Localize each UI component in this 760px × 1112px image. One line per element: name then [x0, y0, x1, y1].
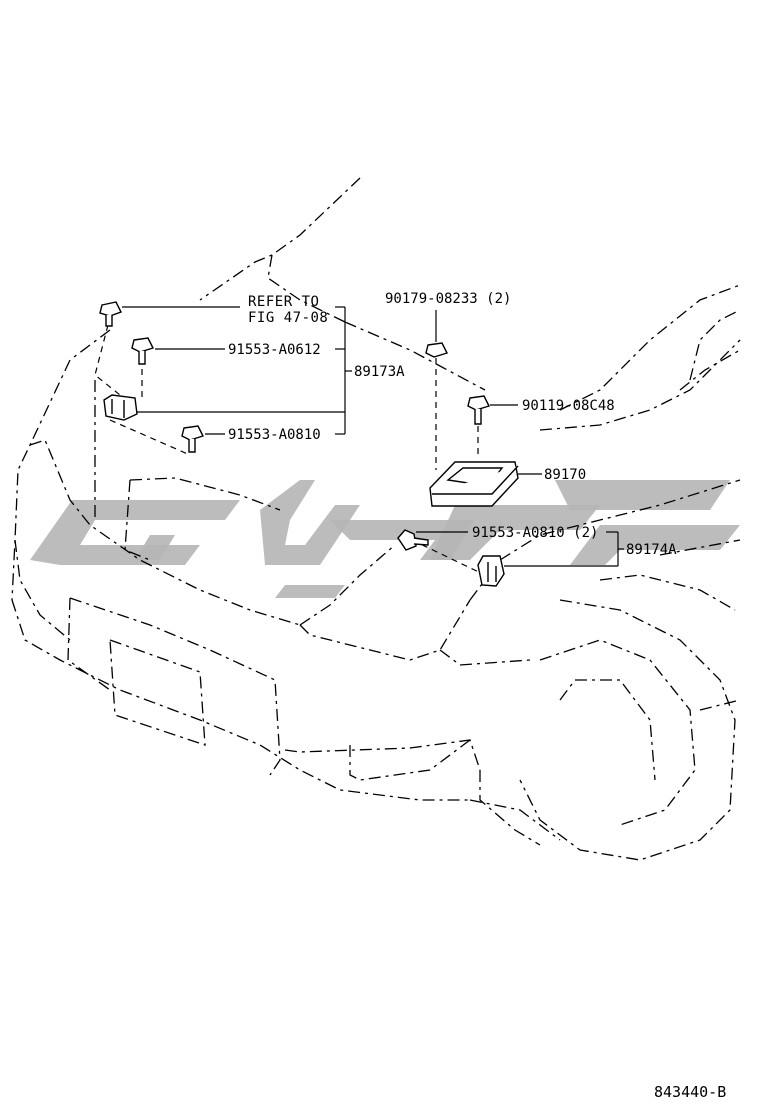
label-90179-08233: 90179-08233 (2) [385, 291, 511, 307]
bolt-refer-fig [99, 301, 122, 327]
sensor-89173a [103, 394, 138, 421]
label-91553-a0612: 91553-A0612 [228, 342, 321, 358]
airbag-ecu-89170 [429, 461, 519, 507]
refer-label-line1: REFER TO [248, 294, 319, 310]
label-90119-08c48: 90119-08C48 [522, 398, 615, 414]
label-89174a: 89174A [626, 542, 677, 558]
installation-lines [94, 324, 486, 576]
vehicle-body-outline [11, 177, 741, 861]
leader-lines [122, 306, 624, 567]
label-91553-a0810-2: 91553-A0810 (2) [472, 525, 598, 541]
bolt-91553-a0612 [131, 337, 154, 365]
figure-code: 843440-B [654, 1083, 726, 1101]
refer-label-line2: FIG 47-08 [248, 310, 328, 326]
label-89173a: 89173A [354, 364, 405, 380]
bolt-91553-a0810-2 [397, 529, 429, 551]
label-89170: 89170 [544, 467, 586, 483]
watermark-logo [30, 480, 740, 598]
bolt-91553-a0810 [181, 425, 204, 453]
bolt-90119-08c48 [467, 395, 490, 425]
nut-90179-08233 [425, 342, 448, 358]
label-91553-a0810: 91553-A0810 [228, 427, 321, 443]
sensor-89174a [477, 555, 505, 587]
